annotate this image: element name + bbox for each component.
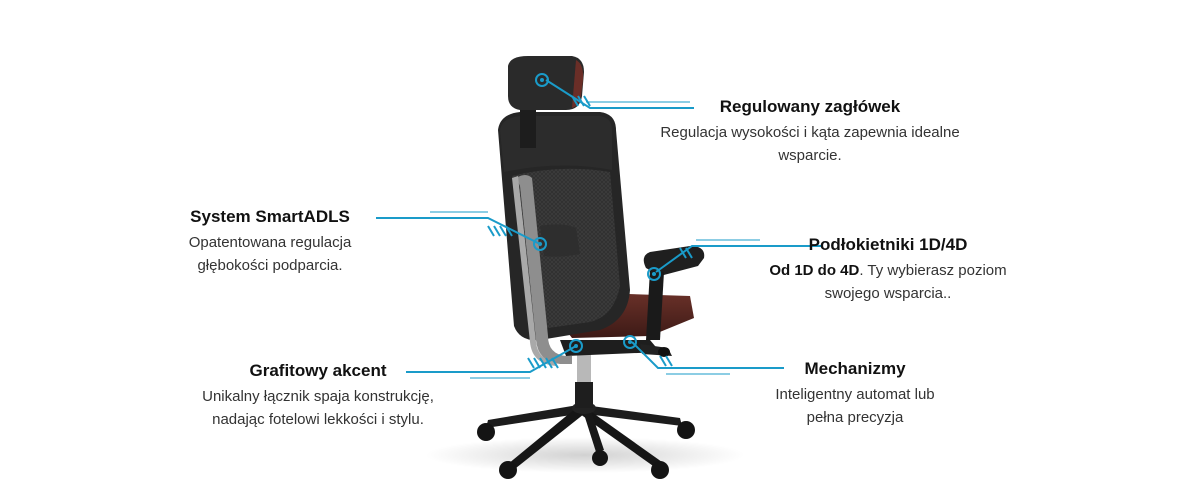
callout-smartadls-desc: Opatentowana regulacja głębokości podpar… bbox=[188, 234, 352, 274]
adjustment-point-icon bbox=[535, 73, 549, 87]
chair-base bbox=[477, 402, 695, 479]
callout-graphite: Grafitowy akcent Unikalny łącznik spaja … bbox=[168, 360, 468, 431]
headrest bbox=[508, 56, 584, 110]
callout-headrest: Regulowany zagłówek Regulacja wysokości … bbox=[660, 96, 960, 167]
callout-armrests-desc: Od 1D do 4D. Ty wybierasz poziom swojego… bbox=[768, 259, 1008, 305]
armrest-post bbox=[646, 270, 664, 340]
leader-lines bbox=[376, 79, 822, 379]
callout-armrests: Podłokietniki 1D/4D Od 1D do 4D. Ty wybi… bbox=[768, 234, 1008, 305]
adjustment-point-icon bbox=[647, 267, 661, 281]
callout-headrest-title: Regulowany zagłówek bbox=[719, 97, 901, 116]
callout-mechanism-title: Mechanizmy bbox=[804, 359, 906, 378]
callout-armrests-desc-bold: Od 1D do 4D bbox=[769, 262, 860, 279]
callout-mechanism-desc: Inteligentny automat lub pełna precyzja bbox=[775, 386, 935, 426]
callout-mechanism: Mechanizmy Inteligentny automat lub pełn… bbox=[760, 358, 950, 429]
floor-shadow bbox=[425, 437, 745, 473]
adjustment-point-icon bbox=[623, 335, 637, 349]
graphite-connector bbox=[516, 175, 572, 364]
headrest-stem bbox=[520, 100, 536, 148]
callout-armrests-desc-rest: . Ty wybierasz poziom swojego wsparcia.. bbox=[824, 262, 1007, 302]
callout-armrests-title: Podłokietniki 1D/4D bbox=[808, 235, 968, 254]
callout-graphite-title: Grafitowy akcent bbox=[249, 361, 387, 380]
adjustment-point-icon bbox=[569, 339, 583, 353]
adjustment-point-icon bbox=[533, 237, 547, 251]
callout-smartadls: System SmartADLS Opatentowana regulacja … bbox=[170, 206, 370, 277]
callout-smartadls-title: System SmartADLS bbox=[190, 207, 350, 226]
callout-headrest-desc: Regulacja wysokości i kąta zapewnia idea… bbox=[660, 124, 960, 164]
lumbar-support bbox=[540, 224, 580, 257]
callout-graphite-desc: Unikalny łącznik spaja konstrukcję, nada… bbox=[202, 388, 434, 428]
